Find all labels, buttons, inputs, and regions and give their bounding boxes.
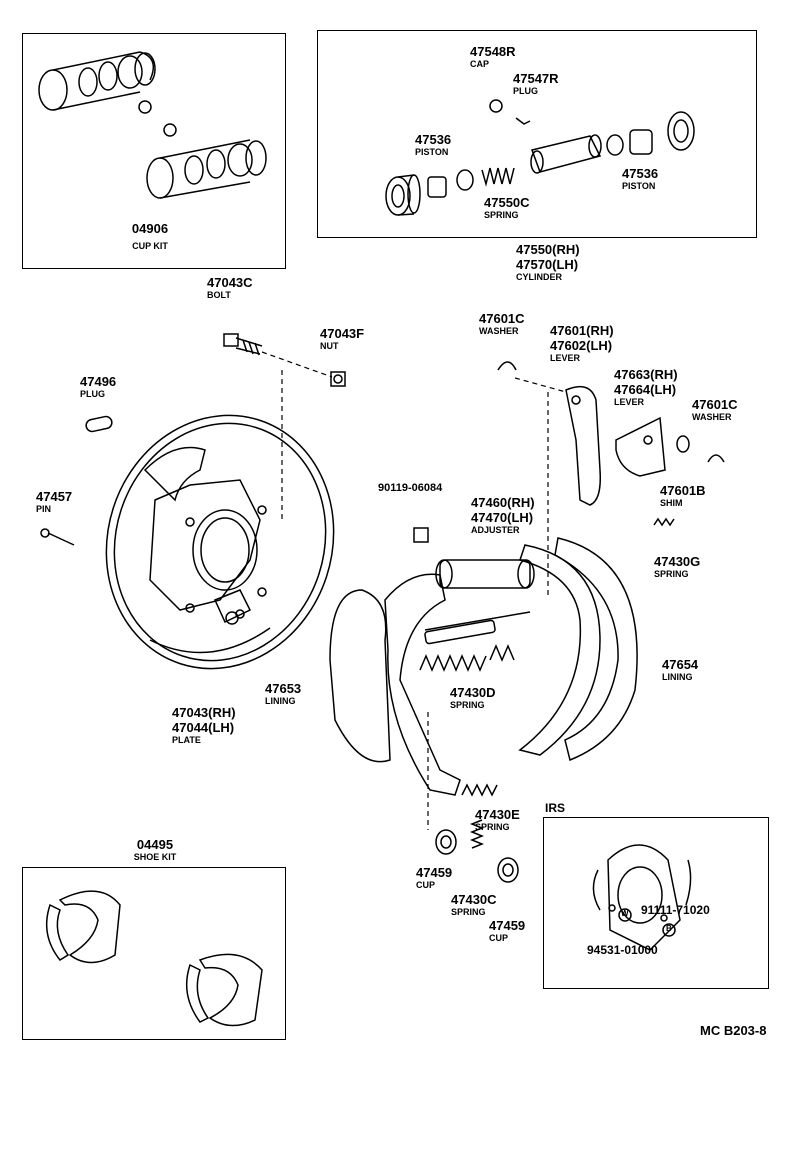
- bolt-drawing: [223, 333, 263, 356]
- cylinder-name: CYLINDER: [516, 272, 563, 282]
- washer-right-part-no: 47601C: [692, 397, 738, 412]
- plug-part-no: 47496: [80, 374, 117, 389]
- plug-drawing: [85, 415, 113, 433]
- cup-kit-box: [22, 33, 286, 269]
- lever-small-lh: 47664(LH): [614, 382, 677, 397]
- backing-plate-drawing: [105, 414, 335, 670]
- plug-name: PLUG: [80, 389, 106, 399]
- bolt-part-no: 47043C: [207, 275, 253, 290]
- irs-box: [543, 817, 769, 989]
- lever-small-drawing: [615, 416, 666, 477]
- spring-d-part-no: 47430D: [450, 685, 496, 700]
- cup-right-part-no: 47459: [489, 918, 526, 933]
- cylinder-drawing: [385, 99, 695, 216]
- piston-right-name: PISTON: [622, 181, 656, 191]
- adjuster-rh: 47460(RH): [471, 495, 535, 510]
- cup-right-drawing: [497, 857, 519, 883]
- cup-kit-part-no: 04906: [131, 221, 169, 236]
- spring-g-name: SPRING: [654, 569, 689, 579]
- shim-part-no: 47601B: [660, 483, 706, 498]
- irs-part-b: 94531-01000: [587, 943, 658, 957]
- piston-right-part-no: 47536: [622, 166, 659, 181]
- spring-d-name: SPRING: [450, 700, 485, 710]
- assembly-lines: [261, 351, 567, 830]
- shoe-kit-box: [22, 867, 286, 1040]
- nut-drawing: [330, 371, 346, 387]
- nut-part-no: 47043F: [320, 326, 365, 341]
- cap-part-no: 47548R: [470, 44, 516, 59]
- shim-name: SHIM: [660, 498, 683, 508]
- plate-name: PLATE: [172, 735, 201, 745]
- cap-name: CAP: [470, 59, 490, 69]
- cup-left-part-no: 47459: [416, 865, 453, 880]
- shim-drawing: [676, 435, 690, 453]
- cup-kit-name: CUP KIT: [132, 241, 168, 251]
- nut-name: NUT: [320, 341, 339, 351]
- cup-kit-drawing: [38, 51, 267, 199]
- spring-c-name: SPRING: [451, 907, 486, 917]
- spring-g-part-no: 47430G: [654, 554, 701, 569]
- cylinder-box: [317, 30, 757, 238]
- spring-cyl-part-no: 47550C: [484, 195, 530, 210]
- plate-rh: 47043(RH): [172, 705, 236, 720]
- cup-left-drawing: [435, 829, 457, 855]
- washer-right-drawing: [707, 454, 725, 463]
- piston-left-name: PISTON: [415, 147, 449, 157]
- plate-lh: 47044(LH): [172, 720, 235, 735]
- lining-right-part-no: 47654: [662, 657, 699, 672]
- plug-cyl-part-no: 47547R: [513, 71, 559, 86]
- piston-left-part-no: 47536: [415, 132, 452, 147]
- cylinder-lh: 47570(LH): [516, 257, 579, 272]
- spring-e-name: SPRING: [475, 822, 510, 832]
- spring-c-drawing: [469, 819, 485, 849]
- spring-g-drawing: [653, 517, 675, 527]
- lining-right-name: LINING: [662, 672, 693, 682]
- irs-drawing: [592, 844, 692, 951]
- shoe-kit-part-no: 04495: [136, 837, 174, 852]
- cup-left-name: CUP: [416, 880, 436, 890]
- lever-small-rh: 47663(RH): [614, 367, 678, 382]
- lever-small-name: LEVER: [614, 397, 645, 407]
- figure-code: MC B203-8: [700, 1023, 767, 1038]
- pin-name: PIN: [36, 504, 52, 514]
- spring-cyl-name: SPRING: [484, 210, 519, 220]
- washer-right-name: WASHER: [692, 412, 732, 422]
- irs-mark-b: B: [666, 924, 672, 933]
- washer-left-part-no: 47601C: [479, 311, 525, 326]
- cup-right-name: CUP: [489, 933, 509, 943]
- adjuster-name: ADJUSTER: [471, 525, 520, 535]
- spring-c-part-no: 47430C: [451, 892, 497, 907]
- lining-left-part-no: 47653: [265, 681, 302, 696]
- bolt-90119-part-no: 90119-06084: [378, 482, 443, 494]
- lever-main-name: LEVER: [550, 353, 581, 363]
- spring-e-drawing: [461, 783, 498, 797]
- bolt-90119-drawing: [413, 527, 429, 543]
- irs-title: IRS: [545, 801, 566, 815]
- shoe-kit-drawing: [45, 890, 263, 1027]
- irs-part-a: 91111-71020: [641, 903, 710, 917]
- lever-main-drawing: [565, 385, 602, 506]
- washer-left-name: WASHER: [479, 326, 519, 336]
- shoe-assembly-drawing: [329, 537, 638, 796]
- pin-part-no: 47457: [36, 489, 73, 504]
- washer-left-drawing: [497, 361, 517, 371]
- bolt-name: BOLT: [207, 290, 231, 300]
- plug-cyl-name: PLUG: [513, 86, 539, 96]
- pin-drawing: [40, 528, 75, 546]
- lever-main-rh: 47601(RH): [550, 323, 614, 338]
- spring-e-part-no: 47430E: [475, 807, 520, 822]
- shoe-kit-name: SHOE KIT: [133, 852, 177, 862]
- lever-main-lh: 47602(LH): [550, 338, 613, 353]
- irs-mark-w: W: [621, 909, 629, 918]
- lining-left-name: LINING: [265, 696, 296, 706]
- cylinder-rh: 47550(RH): [516, 242, 580, 257]
- adjuster-lh: 47470(LH): [471, 510, 534, 525]
